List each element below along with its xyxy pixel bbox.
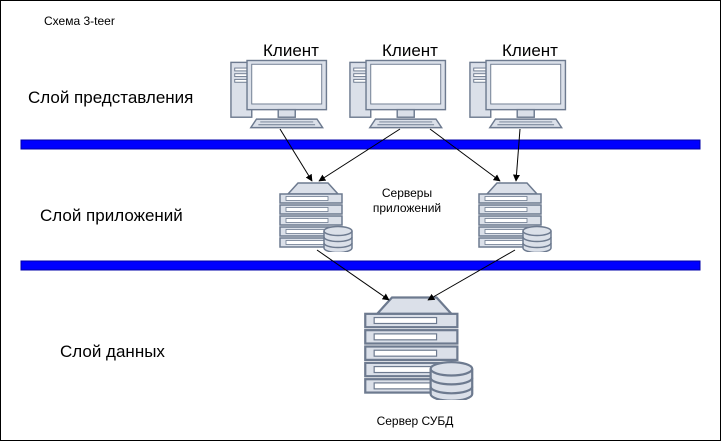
diagram-title: Схема 3-teer bbox=[44, 14, 115, 28]
app-server-2-icon bbox=[478, 182, 552, 252]
layer-label-data: Слой данных bbox=[60, 342, 165, 361]
app-server-1-icon bbox=[279, 182, 353, 252]
arrow-appserver1-to-db bbox=[316, 249, 390, 301]
layer-label-application: Слой приложений bbox=[40, 206, 183, 225]
network-bus-top bbox=[20, 139, 701, 150]
db-server-icon bbox=[364, 296, 474, 400]
layer-label-presentation: Слой представления bbox=[28, 88, 193, 107]
app-servers-label-line1: Серверы bbox=[382, 186, 432, 200]
client-label-1: Клиент bbox=[263, 41, 319, 60]
network-bus-bottom bbox=[20, 260, 701, 271]
db-server-label: Сервер СУБД bbox=[377, 414, 454, 428]
arrow-appserver2-to-db bbox=[427, 249, 516, 301]
arrow-client3-to-appserver2 bbox=[512, 128, 521, 182]
arrow-client2-to-appserver1 bbox=[318, 128, 401, 182]
arrow-client1-to-appserver1 bbox=[279, 128, 313, 182]
client-label-2: Клиент bbox=[382, 41, 438, 60]
arrow-client2-to-appserver2 bbox=[429, 128, 501, 182]
client-label-3: Клиент bbox=[502, 41, 558, 60]
app-servers-label-line2: приложений bbox=[373, 201, 441, 215]
